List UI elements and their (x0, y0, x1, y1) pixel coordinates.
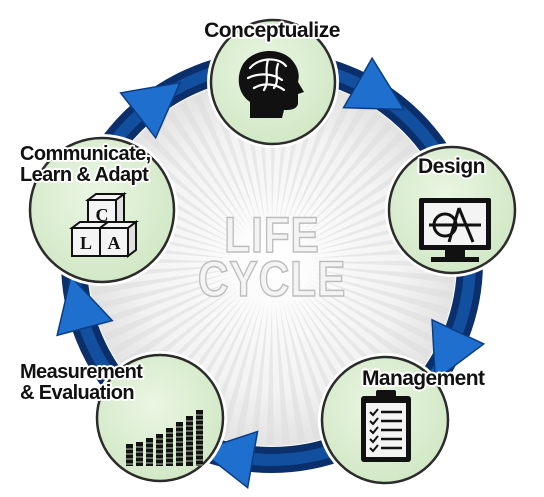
stage-label-line: Management (362, 367, 485, 390)
abc-blocks-icon: C L A (69, 192, 139, 258)
starburst-ray (282, 300, 321, 440)
starburst-ray (278, 301, 306, 443)
starburst-ray (302, 143, 415, 237)
icon-bar (136, 442, 143, 466)
stage-label-line: Conceptualize (204, 19, 340, 42)
starburst-ray (99, 275, 235, 326)
starburst-ray (153, 119, 247, 232)
clipboard-checklist-icon (361, 390, 411, 462)
center-title-line-2: CYCLE (197, 250, 347, 308)
starburst-ray (219, 300, 262, 439)
stage-label-management: Management (362, 367, 485, 390)
flow-arrowhead (56, 275, 114, 337)
starburst-ray (104, 278, 236, 341)
stage-label-line: Design (418, 155, 486, 178)
icon-bar (146, 438, 153, 466)
checkmark (369, 426, 379, 435)
flow-arrowhead (198, 430, 259, 490)
stage-label-line: & Evaluation (20, 382, 135, 404)
starburst-ray (91, 268, 233, 296)
stage-label-conceptualize: Conceptualize (0, 19, 544, 42)
block-letter-l: L (80, 233, 92, 253)
checkmark (369, 435, 379, 444)
starburst-ray (119, 284, 240, 368)
stage-label-line: Learn & Adapt (20, 164, 149, 186)
starburst-ray (306, 282, 431, 358)
icon-bar (156, 434, 163, 466)
starburst-ray (193, 94, 256, 226)
stage-label-line: Communicate, (20, 143, 151, 165)
flow-arrowhead (119, 81, 182, 140)
starburst-ray (234, 301, 266, 442)
starburst-ray (308, 278, 438, 344)
starburst-ray (111, 282, 238, 355)
icon-bar (176, 422, 183, 466)
monitor-drawing-icon (419, 198, 491, 262)
starburst-ray (294, 111, 381, 230)
stage-label-line: Measurement (20, 361, 143, 383)
starburst-ray (297, 121, 394, 232)
stage-label-communicate: Communicate, Learn & Adapt (20, 144, 151, 186)
starburst-ray (250, 301, 269, 444)
checkmark (369, 408, 379, 417)
flow-arrowhead (431, 318, 486, 382)
starburst-ray (275, 301, 290, 444)
stage-label-measurement: Measurement & Evaluation (20, 361, 143, 404)
icon-bar (166, 428, 173, 466)
starburst-ray (311, 268, 452, 300)
starburst-ray (208, 89, 259, 225)
starburst-ray (300, 132, 405, 234)
starburst-ray (266, 302, 274, 444)
flow-arrows (56, 56, 486, 490)
starburst-ray (304, 284, 423, 371)
starburst-ray (310, 272, 449, 315)
starburst-ray (311, 265, 454, 284)
flow-arrowhead (342, 56, 406, 111)
stage-label-design: Design (418, 155, 486, 178)
bar-chart-icon (126, 410, 203, 466)
block-letter-c: C (96, 205, 109, 225)
starburst-ray (142, 129, 244, 234)
starburst-ray (179, 101, 252, 228)
starburst-ray (94, 272, 234, 311)
checkmark (369, 417, 379, 426)
starburst-ray (166, 109, 250, 230)
starburst-ray (288, 96, 354, 226)
head-brain-icon (238, 51, 304, 118)
block-letter-a: A (108, 233, 121, 253)
icon-bar (126, 444, 133, 466)
center-title-line-1: LIFE (224, 206, 320, 264)
starburst-ray (285, 90, 340, 225)
starburst-ray (292, 103, 368, 228)
checkmark (369, 444, 379, 453)
starburst-ray (309, 275, 444, 330)
icon-bar (196, 410, 203, 466)
